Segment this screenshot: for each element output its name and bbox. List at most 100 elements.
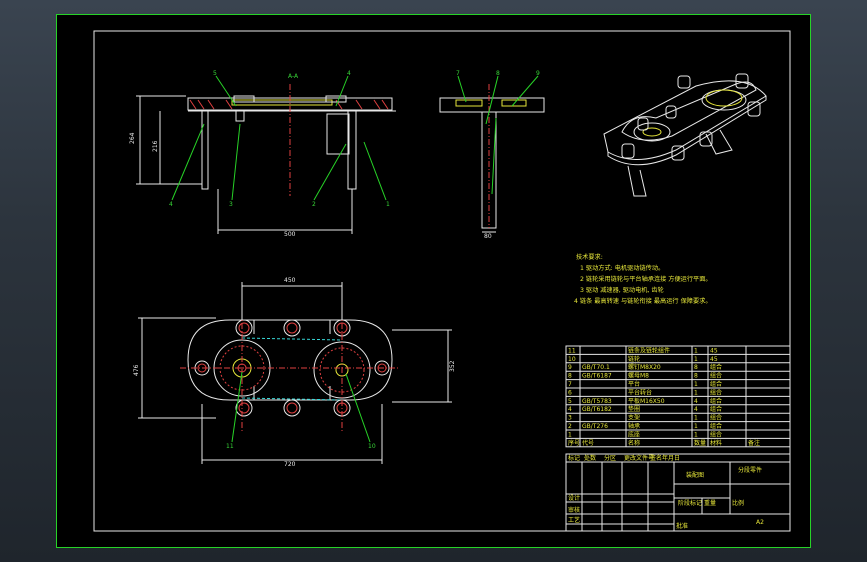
svg-text:设计: 设计 [568,494,580,502]
parts-cell-material: 组合 [710,397,722,405]
parts-cell-material: 组合 [710,388,722,396]
hatch-top [189,99,389,110]
svg-text:标记: 标记 [568,454,580,462]
parts-cell-qty: 4 [694,406,698,413]
parts-cell-no: 1 [568,431,572,438]
parts-cell-qty: 4 [694,398,698,405]
svg-text:7: 7 [456,70,460,77]
svg-text:352: 352 [449,360,456,372]
svg-text:3: 3 [229,201,233,208]
parts-cell-material: 45 [710,356,718,363]
parts-cell-no: 8 [568,373,572,380]
parts-cell-code: GB/T6182 [582,406,612,413]
parts-cell-qty: 1 [694,347,698,354]
parts-cell-material: 45 [710,347,718,354]
svg-text:签名: 签名 [650,454,662,462]
parts-cell-no: 3 [568,415,572,422]
svg-text:重量: 重量 [704,499,716,507]
parts-cell-name: 螺钉M8X20 [628,363,661,371]
parts-cell-no: 4 [568,406,572,413]
svg-text:264: 264 [129,132,136,144]
parts-cell-material: 组合 [710,372,722,380]
parts-cell-no: 10 [568,356,576,363]
parts-cell-name: 平台 [628,380,640,388]
side-view: 80 7 8 9 [439,70,545,240]
svg-text:500: 500 [284,231,296,238]
parts-cell-name: 平板M16X50 [628,397,665,405]
svg-text:9: 9 [536,70,540,77]
outer-border [56,14,811,548]
parts-cell-material: 组合 [710,380,722,388]
svg-text:2: 2 [312,201,316,208]
parts-cell-no: 11 [568,347,576,354]
svg-text:技术要求:: 技术要求: [576,253,603,261]
svg-text:1: 1 [386,201,390,208]
parts-header-cell: 材料 [710,439,722,447]
parts-cell-material: 组合 [710,422,722,430]
parts-cell-name: 平台转台 [628,388,652,396]
parts-cell-qty: 1 [694,415,698,422]
svg-text:审核: 审核 [568,506,580,514]
parts-cell-qty: 8 [694,364,698,371]
parts-cell-code: GB/T6187 [582,373,612,380]
plan-view: 450 476 352 720 11 10 [133,277,456,468]
parts-cell-qty: 1 [694,423,698,430]
parts-cell-name: 螺母M8 [628,372,649,380]
svg-text:装配图: 装配图 [686,471,704,479]
svg-text:年月日: 年月日 [662,454,680,462]
tech-requirements: 技术要求: 1 驱动方式: 电机驱动链传动。 2 链轮采用链轮与平台轴承连接 方… [574,253,712,305]
svg-text:比例: 比例 [732,499,744,507]
parts-cell-code: GB/T70.1 [582,364,610,371]
parts-header-cell: 备注 [748,439,760,447]
parts-cell-material: 组合 [710,430,722,438]
parts-cell-material: 组合 [710,414,722,422]
title-block: 装配图 分段零件 阶段标记 重量 比例 A2 标记 处数 分区 更改文件号 签名… [565,453,791,532]
svg-text:10: 10 [368,443,376,450]
parts-cell-no: 6 [568,389,572,396]
parts-cell-material: 组合 [710,363,722,371]
svg-text:2 链轮采用链轮与平台轴承连接 方便运行平面。: 2 链轮采用链轮与平台轴承连接 方便运行平面。 [580,275,712,283]
svg-text:80: 80 [484,233,492,240]
parts-cell-name: 底座 [628,430,640,438]
svg-text:3 驱动 减速器, 驱动电机, 齿轮: 3 驱动 减速器, 驱动电机, 齿轮 [580,286,664,294]
parts-cell-code: GB/T276 [582,423,608,430]
svg-text:分区: 分区 [604,454,616,462]
parts-cell-name: 垫圈 [628,405,640,413]
parts-header-cell: 序号 [568,439,580,447]
parts-header-cell: 名称 [628,439,640,447]
svg-text:A2: A2 [756,519,764,526]
svg-text:450: 450 [284,277,296,284]
parts-cell-qty: 8 [694,373,698,380]
svg-text:4: 4 [169,201,173,208]
parts-cell-code: GB/T5783 [582,398,612,405]
svg-text:216: 216 [152,140,159,152]
parts-header-cell: 代号 [582,439,594,447]
svg-text:阶段标记: 阶段标记 [678,499,702,507]
svg-text:1 驱动方式: 电机驱动链传动。: 1 驱动方式: 电机驱动链传动。 [580,264,664,272]
inner-border [93,30,791,532]
parts-cell-no: 5 [568,398,572,405]
section-label: A-A [288,73,299,80]
svg-text:工艺: 工艺 [568,516,580,524]
svg-text:批准: 批准 [676,522,688,530]
parts-cell-qty: 1 [694,356,698,363]
parts-cell-qty: 1 [694,389,698,396]
svg-text:11: 11 [226,443,234,450]
svg-text:处数: 处数 [584,454,596,462]
svg-text:4 链条 最高转速 与链轮衔接 最高运行 保障要求。: 4 链条 最高转速 与链轮衔接 最高运行 保障要求。 [574,297,712,305]
parts-cell-qty: 1 [694,381,698,388]
svg-text:更改文件号: 更改文件号 [624,454,654,462]
svg-text:分段零件: 分段零件 [738,466,762,474]
svg-text:5: 5 [213,70,217,77]
parts-cell-no: 2 [568,423,572,430]
svg-text:4: 4 [347,70,351,77]
svg-text:720: 720 [284,461,296,468]
parts-cell-name: 轴承 [628,422,640,430]
parts-cell-name: 链条及链轮组件 [628,346,670,354]
drawing-canvas: A-A [56,14,811,548]
front-section-view: A-A [129,70,396,238]
svg-text:476: 476 [133,364,140,376]
parts-cell-name: 支架 [628,414,640,422]
